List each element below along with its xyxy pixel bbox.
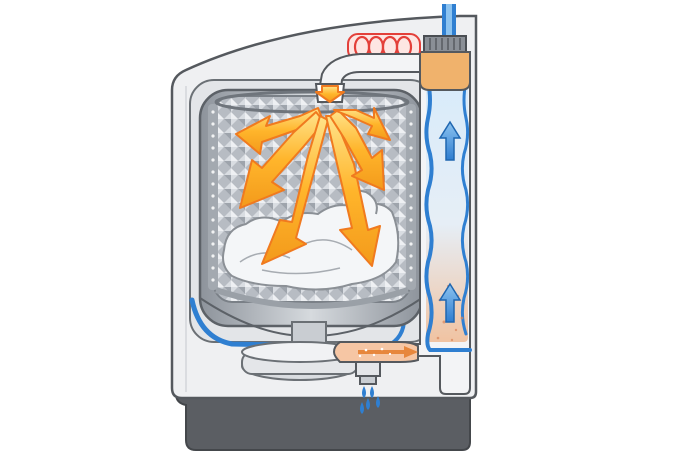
fan-motor-icon (419, 35, 471, 91)
machine-base (175, 389, 471, 451)
drain-outlet (355, 361, 381, 385)
hot-air-arrow-icon (235, 85, 391, 267)
lint-flow-arrow-icon (332, 341, 419, 363)
drive-motor (241, 321, 359, 381)
water-drip-icon (360, 386, 380, 414)
upward-air-arrow-icon (438, 120, 462, 323)
vent-pipe (442, 4, 456, 36)
air-duct (355, 69, 472, 395)
